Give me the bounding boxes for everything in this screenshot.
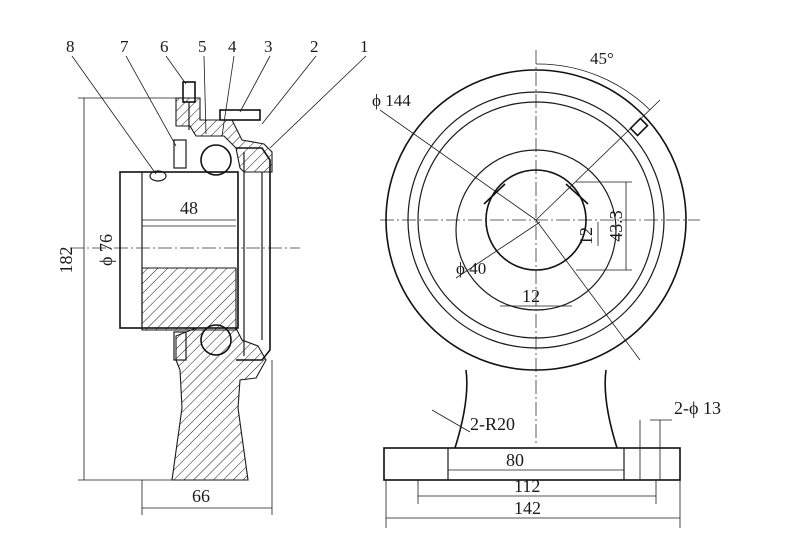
part-number-1: 1 [360, 37, 369, 56]
dim-phi40-label: ϕ 40 [456, 259, 486, 278]
dim-112-label: 112 [514, 476, 540, 496]
diag-line [535, 219, 641, 361]
leader-7 [125, 55, 177, 147]
inner-ring-section [141, 267, 237, 331]
leader-8 [71, 55, 157, 175]
dim-142-label: 142 [514, 498, 541, 518]
front-view: 45° ϕ 144 ϕ 40 43.3 12 12 2-R20 [372, 49, 721, 528]
set-screw [149, 170, 167, 182]
bearing-cover [236, 147, 271, 361]
front-grease-nipple [629, 117, 649, 137]
keyway-right [565, 183, 589, 205]
dim-80-label: 80 [506, 450, 524, 470]
leader-5 [203, 55, 207, 135]
pedestal-base [383, 447, 681, 481]
part-number-4: 4 [228, 37, 237, 56]
housing-outer-circle [385, 69, 687, 371]
dim-phi144-label: ϕ 144 [372, 91, 411, 110]
side-section-view: 48 ϕ 76 182 66 8 7 6 5 4 3 2 1 [56, 37, 369, 515]
keyway-left [483, 183, 506, 205]
bearing-outer-circle [417, 101, 655, 339]
dim-height-label: 182 [56, 247, 76, 274]
part-number-7: 7 [120, 37, 129, 56]
leader-2 [261, 55, 317, 125]
angle-label: 45° [590, 49, 614, 68]
upper-housing-section [175, 97, 273, 173]
dim-12-vertical-label: 12 [576, 227, 596, 245]
pedestal-body [454, 369, 618, 449]
lower-seal [173, 331, 187, 361]
dim-48-label: 48 [180, 198, 198, 218]
leader-phi40 [455, 221, 541, 279]
dim-43-3-label: 43.3 [606, 210, 626, 242]
leader-r20 [431, 409, 471, 433]
lower-housing-section [171, 327, 267, 481]
dim-12-horizontal-label: 12 [522, 286, 540, 306]
upper-seal [173, 139, 187, 169]
leader-3 [239, 55, 271, 113]
part-number-8: 8 [66, 37, 75, 56]
housing-flange-circle [407, 91, 665, 349]
hole-note: 2-ϕ 13 [674, 398, 721, 418]
part-number-2: 2 [310, 37, 319, 56]
dim-bore-label: ϕ 76 [96, 234, 116, 266]
leader-phi144 [379, 109, 537, 221]
dim-66-label: 66 [192, 486, 210, 506]
lock-bolt [219, 109, 261, 121]
upper-ball [200, 144, 232, 176]
leader-1 [269, 55, 367, 149]
angle-arc [535, 63, 651, 111]
part-number-3: 3 [264, 37, 273, 56]
leader-4 [221, 55, 235, 137]
lower-ball [200, 324, 232, 356]
angle-ray [535, 99, 661, 221]
part-number-5: 5 [198, 37, 207, 56]
bearing-inner-circle [455, 149, 617, 311]
part-number-6: 6 [160, 37, 169, 56]
leader-6 [165, 55, 187, 85]
radius-note: 2-R20 [470, 414, 515, 434]
bore-circle [485, 169, 587, 271]
